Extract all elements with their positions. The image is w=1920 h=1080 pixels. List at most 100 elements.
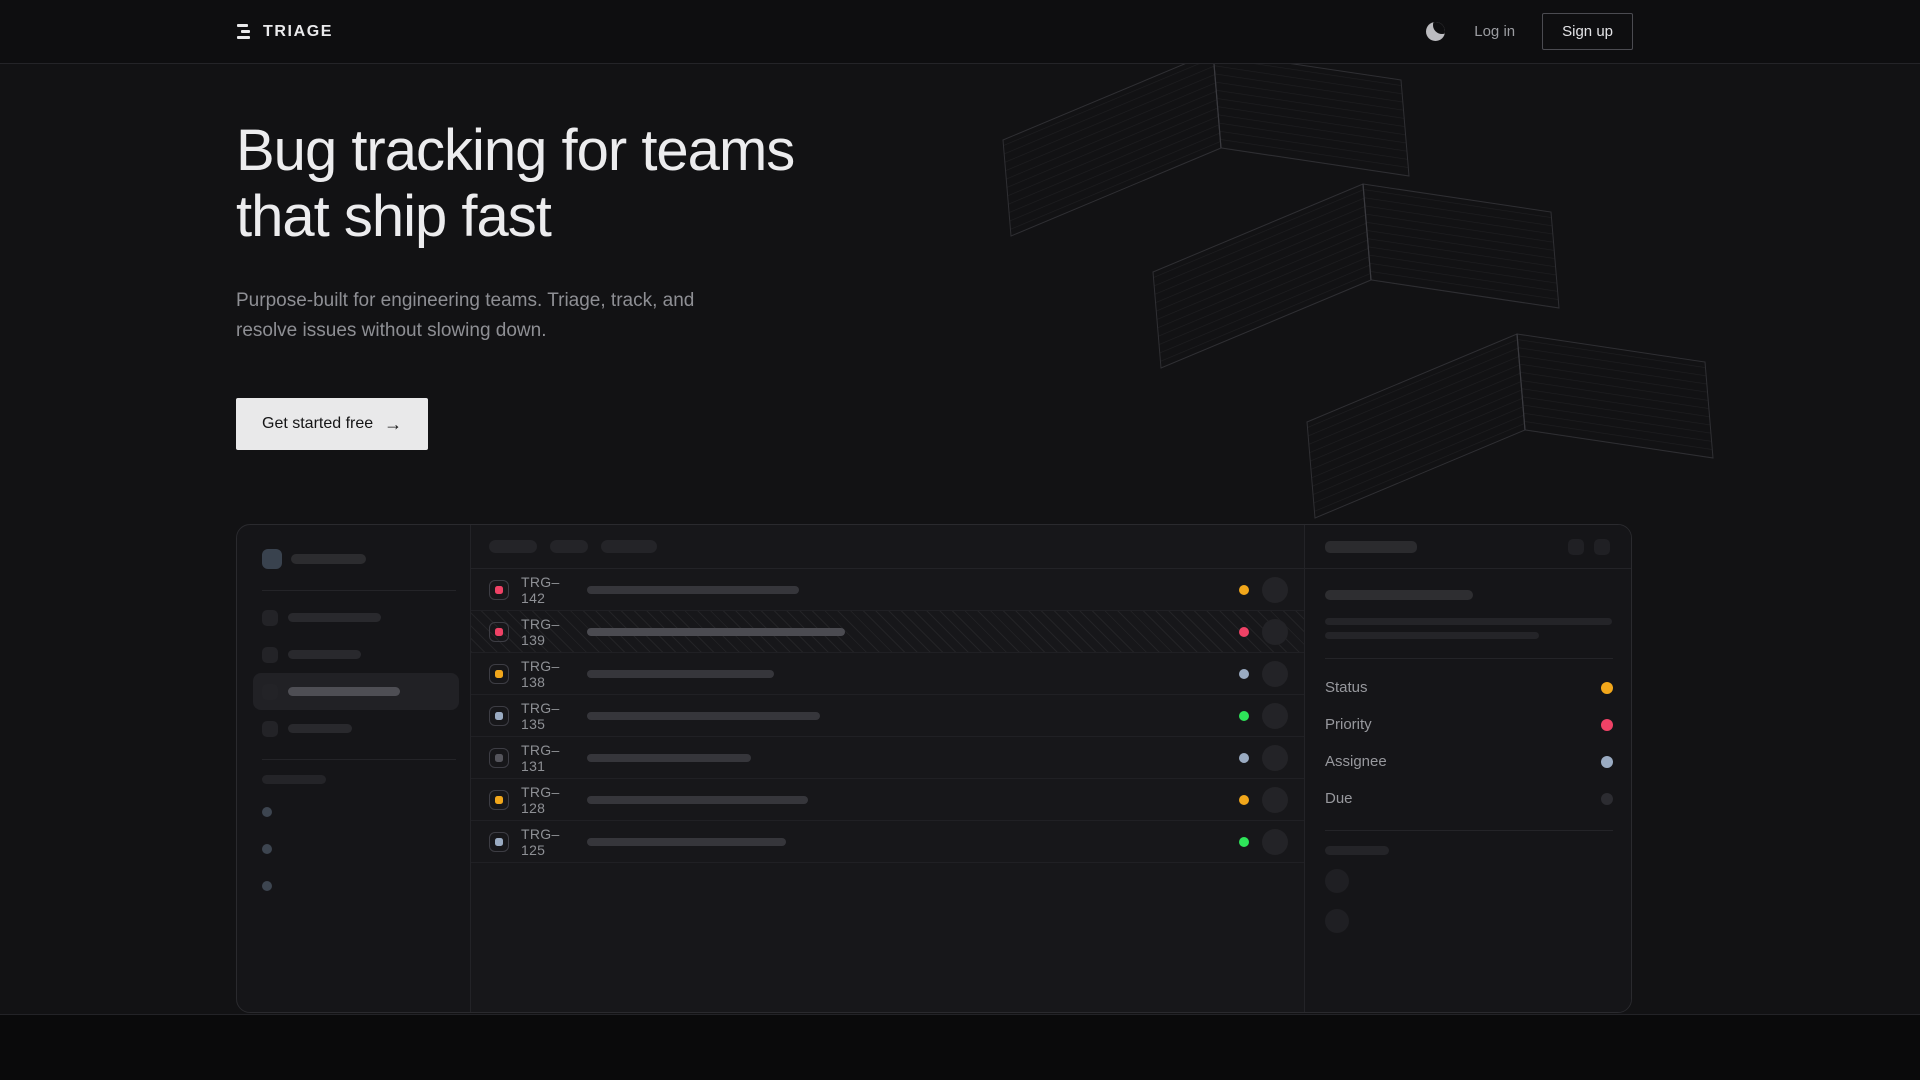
activity-avatar-placeholder bbox=[1325, 909, 1349, 933]
detail-title-skeleton bbox=[1325, 540, 1417, 553]
top-nav: TRIAGE Log in Sign up bbox=[0, 0, 1920, 64]
property-value-dot bbox=[1601, 755, 1613, 768]
nav-actions: Log in Sign up bbox=[1424, 13, 1633, 50]
issue-row: TRG–142 bbox=[471, 569, 1304, 611]
status-dot bbox=[1239, 794, 1249, 805]
property-label: Status bbox=[1325, 679, 1368, 696]
filter-chip-skeleton bbox=[601, 540, 657, 553]
issue-checkbox-icon bbox=[489, 747, 509, 768]
issue-row: TRG–135 bbox=[471, 695, 1304, 737]
issue-checkbox-icon bbox=[489, 621, 509, 642]
issue-title-skeleton bbox=[587, 711, 820, 720]
filter-chip-skeleton bbox=[489, 540, 537, 553]
issue-row: TRG–131 bbox=[471, 737, 1304, 779]
wireframe-sheets-decoration bbox=[1002, 64, 1714, 519]
arrow-right-icon: → bbox=[384, 414, 403, 434]
sidebar-item-skeleton bbox=[253, 636, 459, 673]
issue-title-skeleton bbox=[587, 627, 845, 636]
assignee-avatar bbox=[1262, 576, 1288, 603]
description-line-skeleton bbox=[1325, 618, 1612, 625]
issue-id: TRG–138 bbox=[521, 657, 560, 690]
issue-checkbox-icon bbox=[489, 579, 509, 600]
issue-row: TRG–125 bbox=[471, 821, 1304, 863]
login-link[interactable]: Log in bbox=[1474, 23, 1516, 40]
sidebar-dots bbox=[262, 807, 450, 891]
assignee-avatar bbox=[1262, 618, 1288, 645]
nav-icon-placeholder bbox=[262, 683, 278, 700]
property-label: Priority bbox=[1325, 716, 1372, 733]
get-started-button[interactable]: Get started free → bbox=[236, 398, 429, 450]
issue-title-skeleton bbox=[587, 795, 808, 804]
issue-type-dot bbox=[495, 837, 503, 846]
property-value-dot bbox=[1601, 718, 1613, 731]
detail-action-placeholder bbox=[1568, 538, 1584, 555]
list-header-skeleton bbox=[471, 525, 1304, 569]
assignee-avatar bbox=[1262, 702, 1288, 729]
issue-id: TRG–128 bbox=[521, 783, 560, 816]
property-row: Priority bbox=[1325, 706, 1613, 743]
sidebar-item-skeleton bbox=[253, 599, 459, 636]
property-list: Status Priority Assignee Due bbox=[1325, 669, 1613, 817]
issue-title-skeleton bbox=[587, 669, 774, 678]
theme-toggle-button[interactable] bbox=[1424, 20, 1447, 43]
issue-title-skeleton bbox=[587, 837, 786, 846]
issue-row: TRG–138 bbox=[471, 653, 1304, 695]
brand: TRIAGE bbox=[236, 23, 333, 41]
sidebar-nav-skeleton bbox=[253, 599, 459, 747]
activity-avatar-placeholder bbox=[1325, 869, 1349, 893]
issue-id: TRG–142 bbox=[521, 573, 560, 606]
workspace-avatar bbox=[262, 549, 282, 569]
status-dot bbox=[1239, 752, 1249, 763]
issue-row: TRG–128 bbox=[471, 779, 1304, 821]
divider bbox=[1325, 830, 1613, 831]
app-mockup: TRG–142 TRG–139 TRG–138 TRG–135 bbox=[236, 524, 1632, 1013]
dot-placeholder bbox=[262, 807, 272, 817]
property-value-dot bbox=[1601, 792, 1613, 805]
brand-name: TRIAGE bbox=[263, 22, 334, 40]
status-dot bbox=[1239, 584, 1249, 595]
issue-type-dot bbox=[495, 585, 503, 594]
issue-type-dot bbox=[495, 627, 503, 636]
detail-header-skeleton bbox=[1305, 525, 1631, 569]
signup-button[interactable]: Sign up bbox=[1542, 13, 1633, 50]
mockup-issue-list: TRG–142 TRG–139 TRG–138 TRG–135 bbox=[471, 525, 1304, 1012]
issue-id: TRG–135 bbox=[521, 699, 560, 732]
workspace-switcher-skeleton bbox=[262, 549, 450, 569]
nav-icon-placeholder bbox=[262, 720, 278, 737]
hero-title-line-2: that ship fast bbox=[236, 184, 552, 249]
status-dot bbox=[1239, 836, 1249, 847]
page-footer bbox=[0, 1014, 1920, 1080]
activity-label-skeleton bbox=[1325, 846, 1389, 855]
issue-title-skeleton bbox=[587, 753, 751, 762]
issue-checkbox-icon bbox=[489, 789, 509, 810]
nav-icon-placeholder bbox=[262, 609, 278, 626]
issue-checkbox-icon bbox=[489, 705, 509, 726]
issue-checkbox-icon bbox=[489, 831, 509, 852]
property-label: Due bbox=[1325, 790, 1353, 807]
assignee-avatar bbox=[1262, 786, 1288, 813]
status-dot bbox=[1239, 710, 1249, 721]
property-value-dot bbox=[1601, 681, 1613, 694]
assignee-avatar bbox=[1262, 828, 1288, 855]
detail-action-placeholder bbox=[1594, 538, 1610, 555]
sidebar-item-skeleton-active bbox=[253, 673, 459, 710]
issue-checkbox-icon bbox=[489, 663, 509, 684]
issue-row: TRG–139 bbox=[471, 611, 1304, 653]
section-label-skeleton bbox=[262, 775, 326, 784]
hero-title-line-1: Bug tracking for teams bbox=[236, 118, 795, 183]
divider bbox=[262, 590, 456, 591]
dot-placeholder bbox=[262, 881, 272, 891]
issue-title-skeleton bbox=[1325, 590, 1473, 600]
detail-body: Status Priority Assignee Due bbox=[1305, 569, 1631, 933]
sidebar-item-skeleton bbox=[253, 710, 459, 747]
mockup-detail-panel: Status Priority Assignee Due bbox=[1304, 525, 1631, 1012]
cta-label: Get started free bbox=[262, 415, 374, 432]
issue-title-skeleton bbox=[587, 585, 799, 594]
moon-icon bbox=[1426, 22, 1446, 41]
status-dot bbox=[1239, 626, 1249, 637]
divider bbox=[1325, 658, 1613, 659]
property-row: Assignee bbox=[1325, 743, 1613, 780]
mockup-sidebar bbox=[237, 525, 471, 1012]
dot-placeholder bbox=[262, 844, 272, 854]
divider bbox=[262, 759, 456, 760]
